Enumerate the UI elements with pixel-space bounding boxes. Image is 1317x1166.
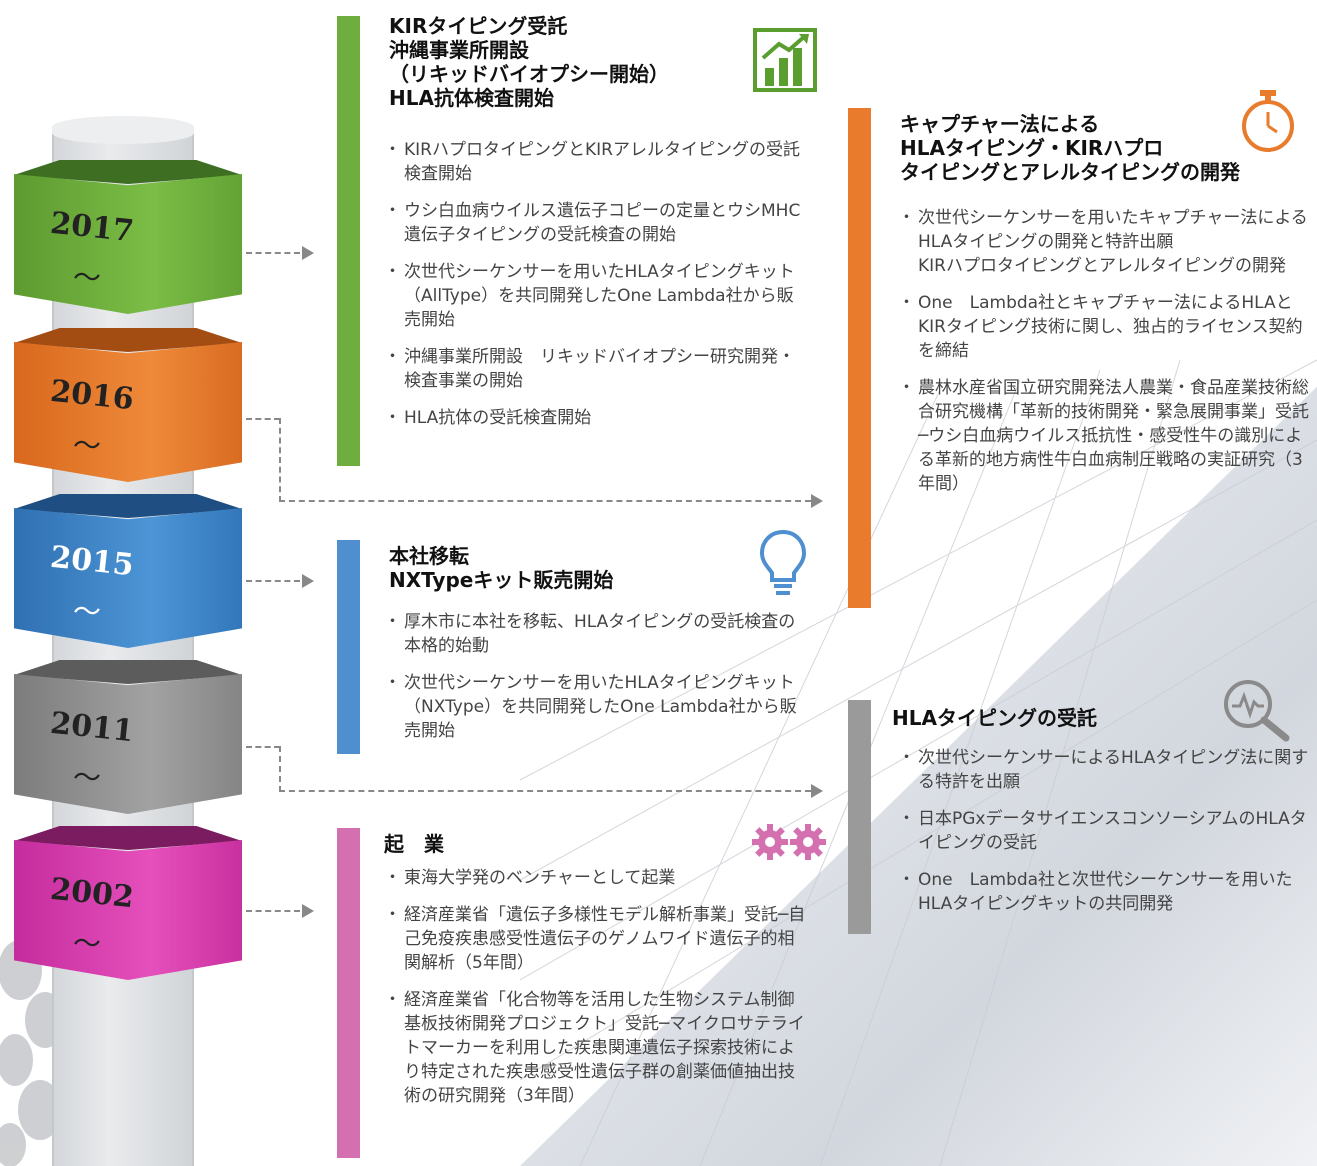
list-item: KIRハプロタイピングとKIRアレルタイピングの受託検査開始	[384, 138, 810, 186]
section-bar-2002	[337, 828, 360, 1158]
gears-icon	[752, 824, 826, 860]
connector-2017	[246, 252, 300, 254]
arrowhead	[811, 494, 823, 508]
list-item: 経済産業省「化合物等を活用した生物システム制御基板技術開発プロジェクト」受託─マ…	[384, 988, 810, 1108]
year-band-2017: 2017 〜	[14, 160, 242, 328]
section-bar-2016	[848, 108, 871, 608]
title-line: 沖縄事業所開設	[389, 38, 529, 62]
title-line: HLA抗体検査開始	[389, 86, 554, 110]
arrowhead	[302, 574, 314, 588]
section-bar-2017	[337, 16, 360, 466]
year-tilde: 〜	[72, 595, 101, 628]
year-tilde: 〜	[72, 927, 101, 960]
title-line: HLAタイピングの受託	[892, 706, 1097, 730]
list-item: ウシ白血病ウイルス遺伝子コピーの定量とウシMHC遺伝子タイピングの受託検査の開始	[384, 199, 810, 247]
list-item: 厚木市に本社を移転、HLAタイピングの受託検査の本格的始動	[384, 610, 810, 658]
list-item: One Lambda社と次世代シーケンサーを用いたHLAタイピングキットの共同開…	[898, 868, 1314, 916]
section-items-2015: 厚木市に本社を移転、HLAタイピングの受託検査の本格的始動 次世代シーケンサーを…	[384, 610, 810, 756]
title-line: NXTypeキット販売開始	[389, 568, 614, 592]
timeline-tower-top	[52, 116, 194, 144]
stopwatch-icon	[1242, 90, 1294, 152]
section-items-2017: KIRハプロタイピングとKIRアレルタイピングの受託検査開始 ウシ白血病ウイルス…	[384, 138, 810, 443]
year-band-2011: 2011 〜	[14, 660, 242, 828]
list-item: 次世代シーケンサーを用いたキャプチャー法によるHLAタイピングの開発と特許出願 …	[898, 206, 1314, 278]
connector-2011-vertical	[279, 746, 281, 792]
title-line: HLAタイピング・KIRハプロ	[900, 136, 1164, 160]
arrowhead	[302, 904, 314, 918]
year-tilde: 〜	[72, 429, 101, 462]
list-item: 沖縄事業所開設 リキッドバイオプシー研究開発・検査事業の開始	[384, 345, 810, 393]
title-line: キャプチャー法による	[900, 112, 1100, 136]
section-items-2016: 次世代シーケンサーを用いたキャプチャー法によるHLAタイピングの開発と特許出願 …	[898, 206, 1314, 509]
year-band-2015: 2015 〜	[14, 494, 242, 662]
section-bar-2015	[337, 540, 360, 754]
connector-2016-horizontal	[279, 500, 811, 502]
section-title-2016: キャプチャー法による HLAタイピング・KIRハプロ タイピングとアレルタイピン…	[900, 112, 1240, 184]
list-item: 経済産業省「遺伝子多様性モデル解析事業」受託─自己免疫疾患感受性遺伝子のゲノムワ…	[384, 903, 810, 975]
section-title-2017: KIRタイピング受託 沖縄事業所開設 （リキッドバイオプシー開始） HLA抗体検…	[389, 14, 669, 110]
list-item: One Lambda社とキャプチャー法によるHLAとKIRタイピング技術に関し、…	[898, 291, 1314, 363]
year-tilde: 〜	[72, 261, 101, 294]
section-title-2015: 本社移転 NXTypeキット販売開始	[389, 544, 613, 592]
title-line: KIRタイピング受託	[389, 14, 568, 38]
section-title-2002: 起 業	[384, 832, 444, 856]
growth-chart-icon	[753, 28, 817, 92]
year-band-2002: 2002 〜	[14, 826, 242, 994]
connector-2011-horizontal	[279, 790, 811, 792]
section-items-2002: 東海大学発のベンチャーとして起業 経済産業省「遺伝子多様性モデル解析事業」受託─…	[384, 866, 810, 1121]
list-item: 次世代シーケンサーによるHLAタイピング法に関する特許を出願	[898, 746, 1314, 794]
connector-2016-vertical	[279, 418, 281, 502]
list-item: 次世代シーケンサーを用いたHLAタイピングキット（AllType）を共同開発した…	[384, 260, 810, 332]
list-item: 農林水産省国立研究開発法人農業・食品産業技術総合研究機構「革新的技術開発・緊急展…	[898, 376, 1314, 496]
section-items-2011: 次世代シーケンサーによるHLAタイピング法に関する特許を出願 日本PGxデータサ…	[898, 746, 1314, 929]
section-bar-2011	[848, 700, 871, 934]
title-line: （リキッドバイオプシー開始）	[389, 62, 669, 86]
title-line: 起 業	[384, 832, 444, 856]
lightbulb-icon	[759, 529, 807, 595]
connector-2002	[246, 910, 300, 912]
connector-2015	[246, 580, 300, 582]
list-item: HLA抗体の受託検査開始	[384, 406, 810, 430]
arrowhead	[302, 246, 314, 260]
section-title-2011: HLAタイピングの受託	[892, 706, 1097, 730]
connector-2016	[246, 418, 280, 420]
arrowhead	[811, 784, 823, 798]
title-line: タイピングとアレルタイピングの開発	[900, 160, 1240, 184]
year-tilde: 〜	[72, 761, 101, 794]
year-band-2016: 2016 〜	[14, 328, 242, 496]
list-item: 東海大学発のベンチャーとして起業	[384, 866, 810, 890]
magnifier-pulse-icon	[1224, 680, 1290, 742]
connector-2011	[246, 746, 280, 748]
list-item: 次世代シーケンサーを用いたHLAタイピングキット（NXType）を共同開発したO…	[384, 671, 810, 743]
title-line: 本社移転	[389, 544, 469, 568]
list-item: 日本PGxデータサイエンスコンソーシアムのHLAタイピングの受託	[898, 807, 1314, 855]
